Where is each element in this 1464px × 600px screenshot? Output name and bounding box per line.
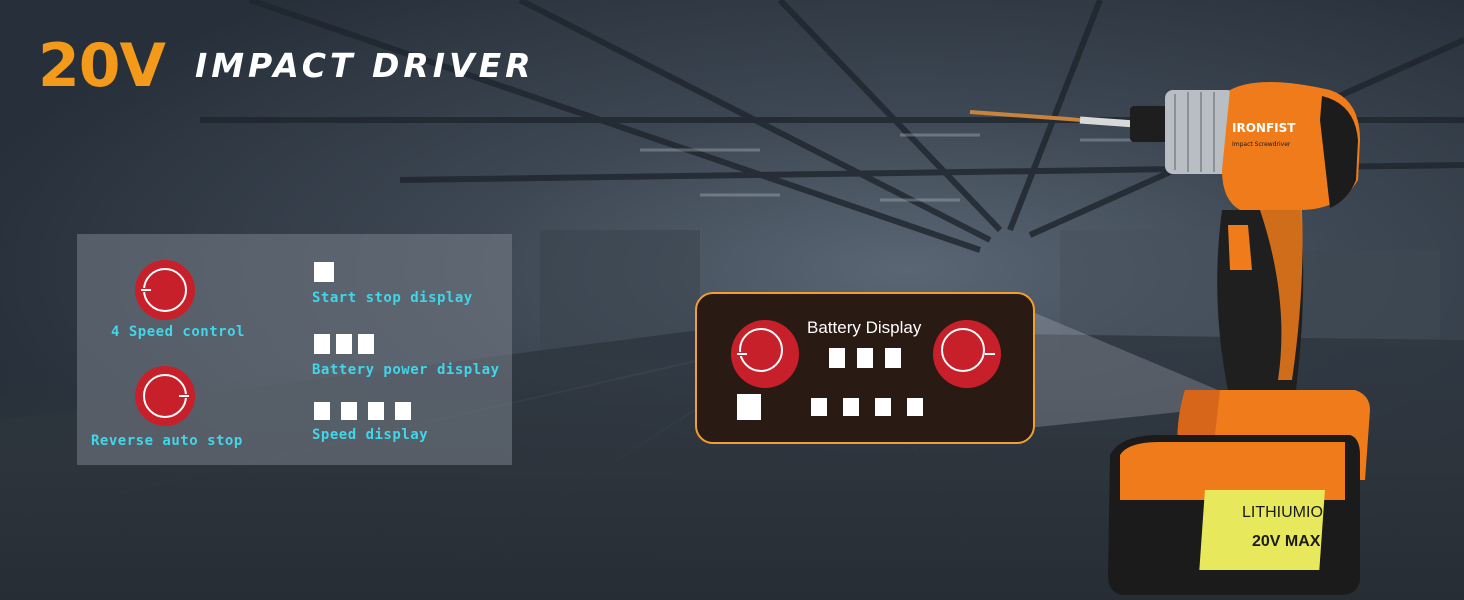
battery-indicator-icon [358, 334, 374, 354]
start-stop-indicator-icon [737, 394, 761, 420]
speed-knob-icon [135, 260, 195, 320]
headline: 20V IMPACT DRIVER [38, 34, 535, 98]
speed-indicator-icon [843, 398, 859, 416]
battery-rating-label: 20V MAX [1252, 533, 1321, 550]
speed-indicator-icon [875, 398, 891, 416]
speed-indicator-icon [395, 402, 411, 420]
speed-indicator-icon [314, 402, 330, 420]
speed-indicator-icon [341, 402, 357, 420]
callout-beam [1028, 310, 1218, 428]
feature-panel: 4 Speed control Reverse auto stop Start … [77, 234, 512, 465]
reverse-knob-icon [933, 320, 1001, 388]
speed-control-label: 4 Speed control [111, 324, 245, 340]
control-panel-callout: Battery Display [695, 292, 1035, 444]
battery-indicator-icon [885, 348, 901, 368]
voltage-title: 20V [38, 31, 166, 101]
speed-display-label: Speed display [312, 427, 429, 443]
brand-label: IRONFIST [1232, 121, 1296, 135]
speed-indicator-icon [811, 398, 827, 416]
reverse-knob-icon [135, 366, 195, 426]
battery-type-label: LITHIUMION [1242, 504, 1334, 521]
impact-driver-image: IRONFIST Impact Screwdriver LITHIUMION 2… [969, 82, 1370, 595]
start-stop-indicator-icon [314, 262, 334, 282]
battery-display-title: Battery Display [807, 318, 922, 337]
battery-indicator-icon [857, 348, 873, 368]
reverse-auto-stop-label: Reverse auto stop [91, 433, 243, 449]
battery-indicator-icon [829, 348, 845, 368]
model-label: Impact Screwdriver [1232, 141, 1291, 148]
speed-indicator-icon [907, 398, 923, 416]
battery-indicator-icon [336, 334, 352, 354]
product-title: IMPACT DRIVER [194, 46, 535, 85]
speed-knob-icon [731, 320, 799, 388]
speed-indicator-icon [368, 402, 384, 420]
battery-power-label: Battery power display [312, 362, 500, 378]
battery-indicator-icon [314, 334, 330, 354]
start-stop-label: Start stop display [312, 290, 473, 306]
